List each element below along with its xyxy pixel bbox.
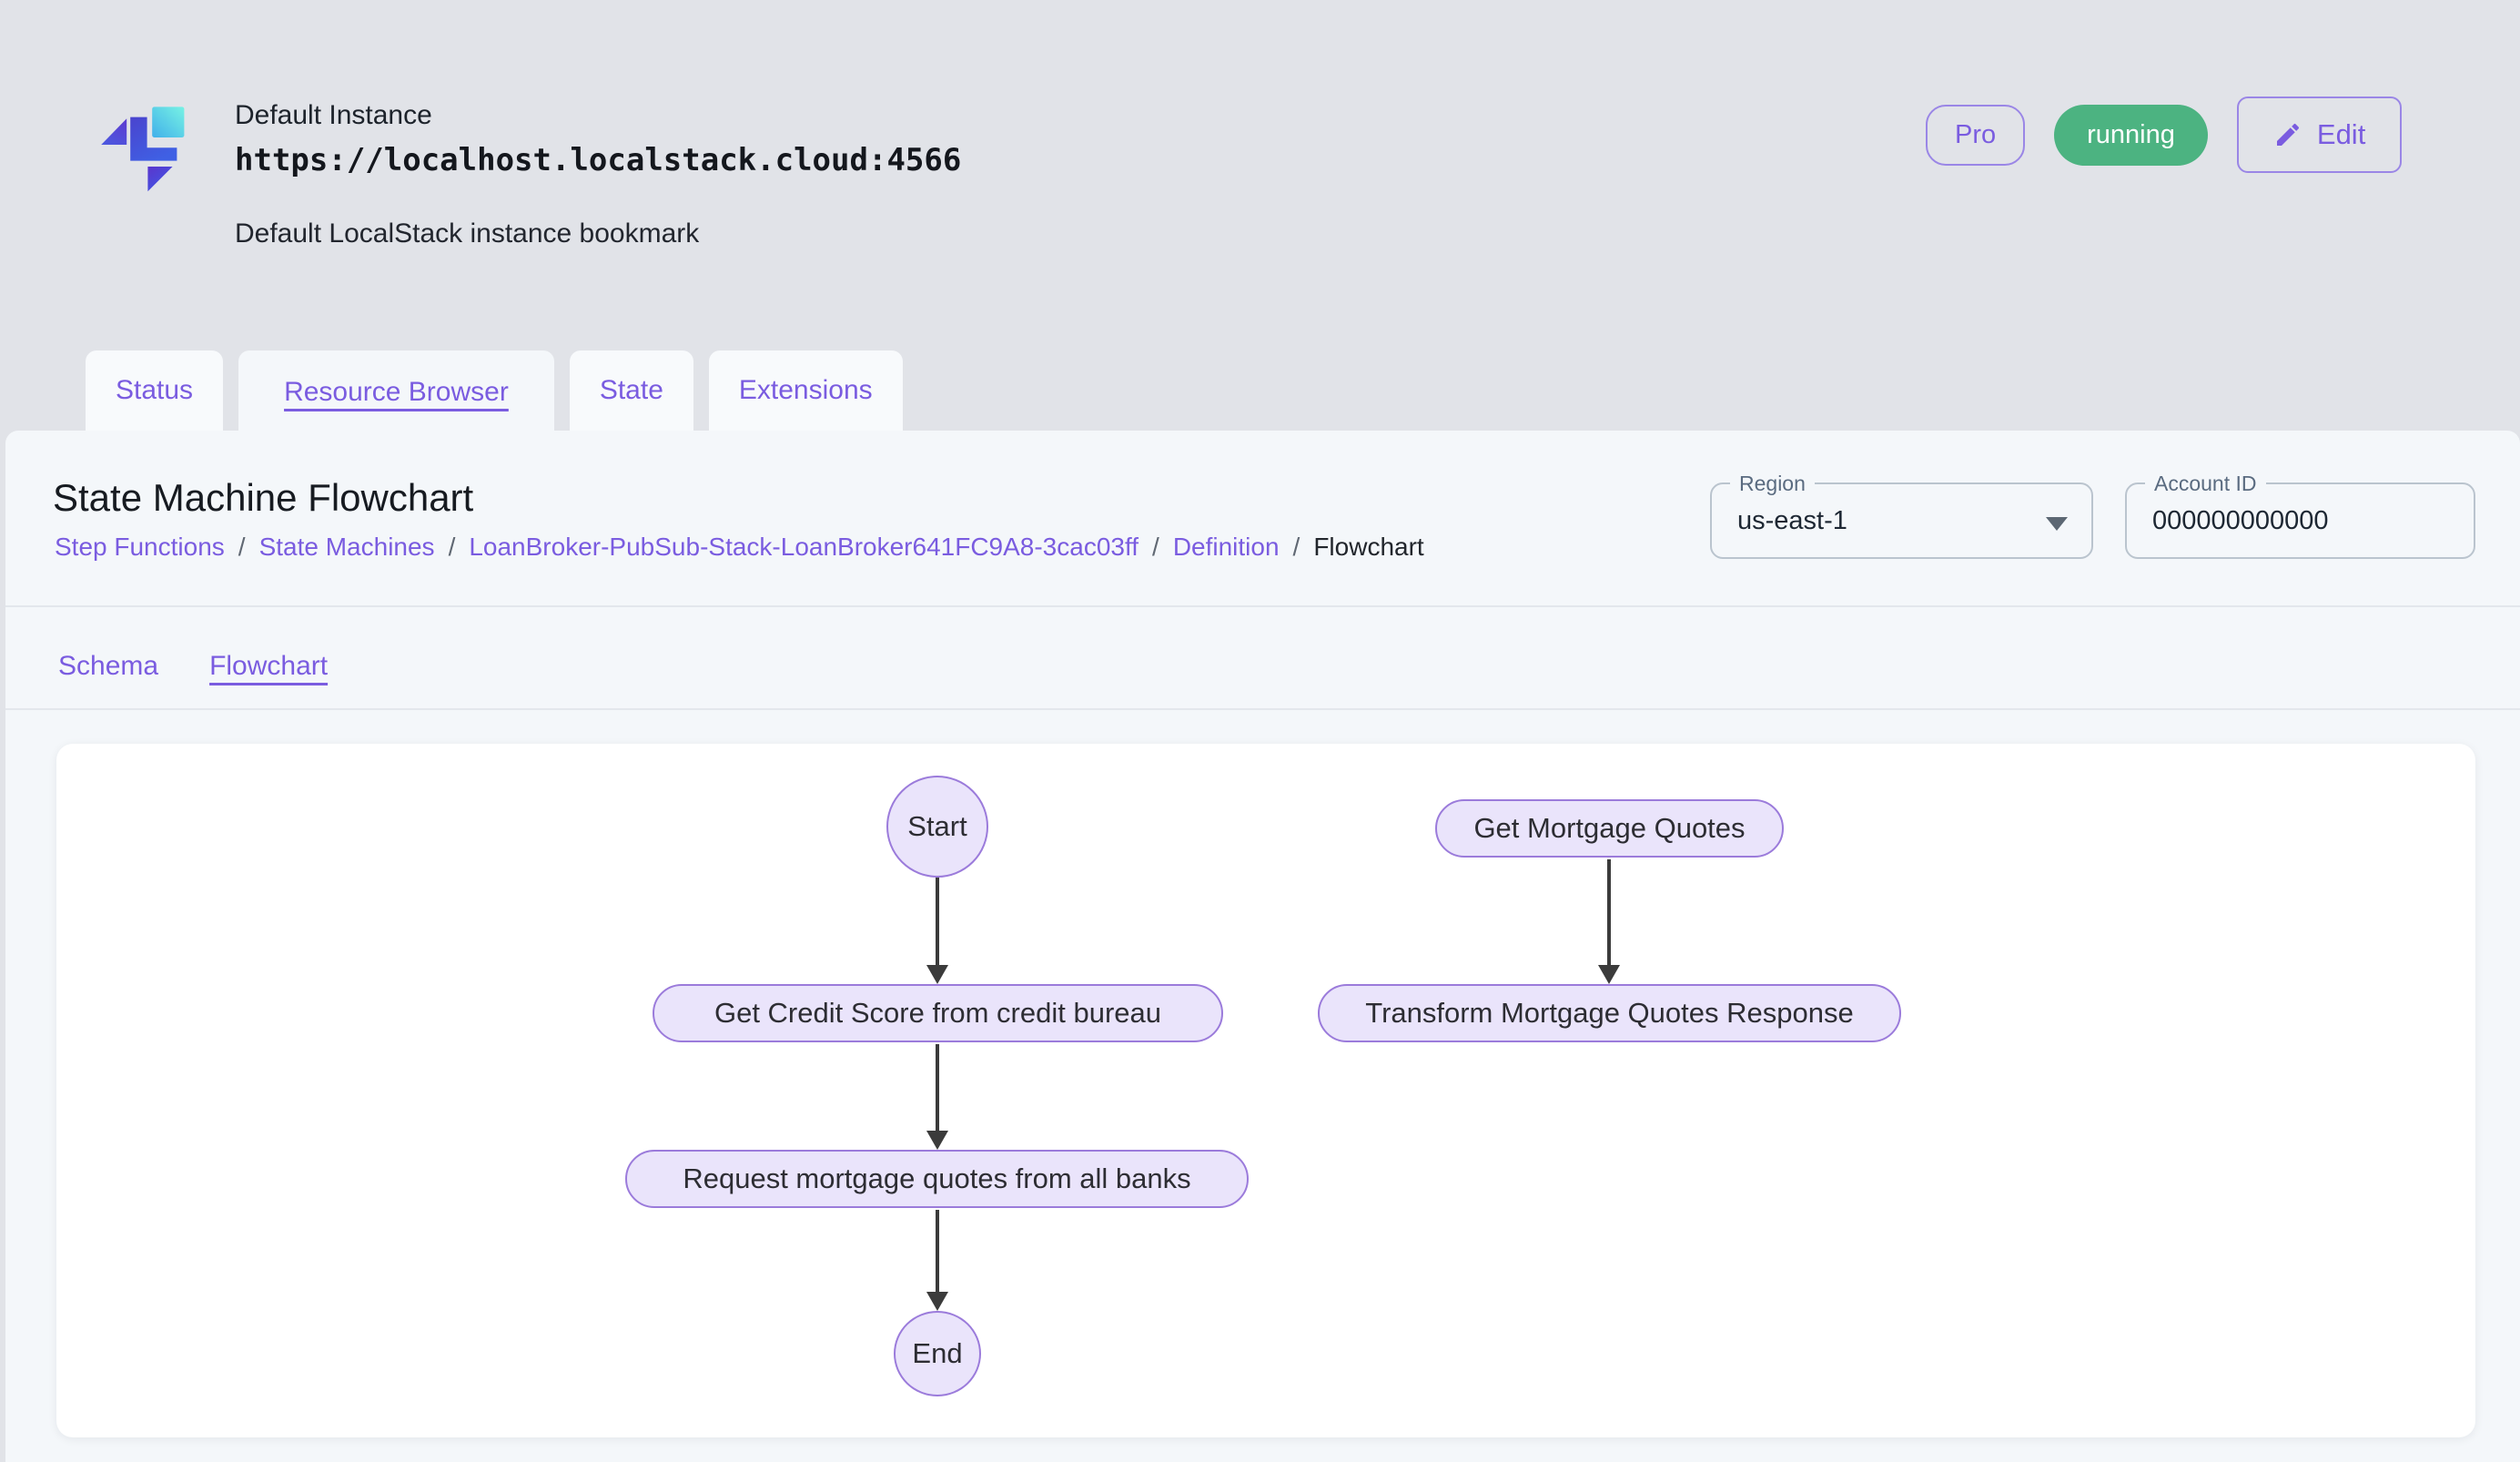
flow-node-end[interactable]: End bbox=[894, 1311, 981, 1396]
breadcrumb-state-machine-id[interactable]: LoanBroker-PubSub-Stack-LoanBroker641FC9… bbox=[469, 533, 1139, 561]
flowchart-card: Start Get Credit Score from credit burea… bbox=[56, 744, 2475, 1437]
instance-info: Default Instance https://localhost.local… bbox=[235, 100, 961, 249]
header-divider bbox=[5, 605, 2520, 607]
account-id-label: Account ID bbox=[2145, 472, 2266, 496]
tab-status[interactable]: Status bbox=[86, 350, 224, 431]
flow-node-get-credit-score[interactable]: Get Credit Score from credit bureau bbox=[653, 984, 1223, 1042]
flow-arrow bbox=[936, 878, 939, 966]
breadcrumb-separator: / bbox=[1292, 533, 1300, 561]
page-title: State Machine Flowchart bbox=[53, 476, 474, 519]
breadcrumb-separator: / bbox=[238, 533, 246, 561]
flow-arrow bbox=[936, 1210, 939, 1293]
instance-description: Default LocalStack instance bookmark bbox=[235, 218, 700, 249]
region-select-label: Region bbox=[1730, 472, 1815, 496]
breadcrumb-separator: / bbox=[1152, 533, 1159, 561]
tab-extensions[interactable]: Extensions bbox=[708, 350, 903, 431]
flow-node-start[interactable]: Start bbox=[886, 776, 988, 878]
breadcrumb-step-functions[interactable]: Step Functions bbox=[55, 533, 225, 561]
subtabs-divider bbox=[5, 708, 2520, 710]
instance-name: Default Instance bbox=[235, 100, 432, 130]
subtab-schema[interactable]: Schema bbox=[58, 651, 159, 681]
breadcrumb-state-machines[interactable]: State Machines bbox=[258, 533, 435, 561]
flow-node-transform-response[interactable]: Transform Mortgage Quotes Response bbox=[1318, 984, 1901, 1042]
tab-state[interactable]: State bbox=[569, 350, 693, 431]
flow-node-request-quotes[interactable]: Request mortgage quotes from all banks bbox=[625, 1150, 1249, 1208]
edit-button-label: Edit bbox=[2316, 118, 2366, 150]
resource-browser-panel: State Machine Flowchart Step Functions /… bbox=[5, 431, 2520, 1462]
breadcrumb-definition[interactable]: Definition bbox=[1172, 533, 1280, 561]
region-select-value: us-east-1 bbox=[1737, 505, 1847, 535]
localstack-logo bbox=[101, 107, 185, 192]
region-select[interactable]: Region us-east-1 bbox=[1710, 472, 2093, 559]
chevron-down-icon bbox=[2046, 517, 2068, 531]
edit-button[interactable]: Edit bbox=[2236, 96, 2403, 173]
account-id-input[interactable] bbox=[2127, 504, 2474, 537]
tab-resource-browser[interactable]: Resource Browser bbox=[238, 350, 554, 434]
running-status-badge: running bbox=[2054, 104, 2208, 166]
definition-subtabs: Schema Flowchart bbox=[58, 638, 328, 695]
header-badges: Pro running Edit bbox=[1926, 96, 2403, 173]
main-tabs: Status Resource Browser State Extensions bbox=[86, 350, 903, 434]
pencil-icon bbox=[2276, 123, 2299, 146]
instance-url: https://localhost.localstack.cloud:4566 bbox=[235, 142, 962, 178]
account-id-field[interactable]: Account ID bbox=[2125, 472, 2475, 559]
flow-arrow bbox=[1607, 859, 1611, 966]
breadcrumb-separator: / bbox=[448, 533, 456, 561]
pro-badge: Pro bbox=[1926, 104, 2026, 166]
breadcrumb: Step Functions / State Machines / LoanBr… bbox=[55, 533, 1424, 562]
breadcrumb-current-flowchart: Flowchart bbox=[1313, 533, 1424, 561]
subtab-flowchart[interactable]: Flowchart bbox=[209, 651, 329, 681]
flow-arrow bbox=[936, 1044, 939, 1132]
flow-node-get-mortgage-quotes[interactable]: Get Mortgage Quotes bbox=[1435, 799, 1784, 858]
